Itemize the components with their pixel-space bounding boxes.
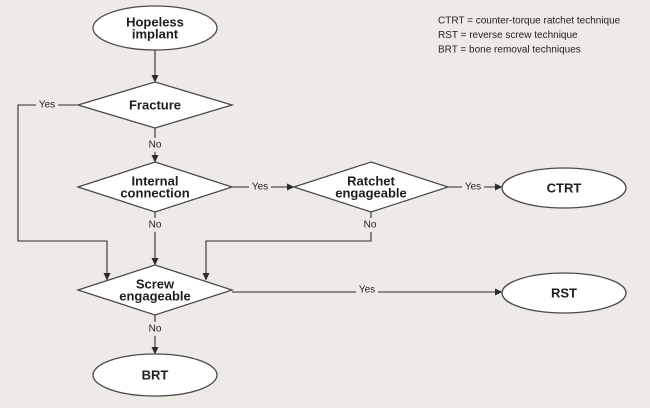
node-ctrt-oval (501, 167, 627, 209)
node-ratchet-engageable-diamond (291, 161, 451, 213)
node-screw-engageable-label-line-1: Screw (136, 277, 175, 292)
edge-fracture-to-internal-connection: No (144, 128, 166, 163)
node-rst-oval (501, 272, 627, 314)
node-screw-engageable-label-line-2: engageable (119, 289, 191, 304)
legend-line-1: CTRT = counter-torque ratchet technique (438, 16, 621, 27)
legend-line-2: RST = reverse screw technique (438, 30, 578, 41)
edge-screw-engageable-to-brt: No (144, 315, 166, 355)
edge-fracture-to-screw-engageable: Yes (17, 98, 111, 281)
node-internal-connection-label-line-2: connection (120, 186, 189, 201)
edge-internal-connection-to-ratchet-engageable-label: Yes (252, 182, 268, 193)
node-ratchet-engageable-label-line-1: Ratchet (347, 174, 395, 189)
node-brt-label-line-1: BRT (142, 368, 169, 383)
edge-ratchet-engageable-to-screw-engageable: No (202, 212, 381, 281)
edge-ratchet-engageable-to-screw-engageable-label-background (359, 218, 381, 232)
node-brt-oval (92, 353, 218, 397)
node-hopeless-implant-label-line-2: implant (132, 27, 179, 42)
edge-fracture-to-screw-engageable-label-background (36, 98, 58, 112)
node-brt: BRT (92, 353, 218, 397)
edge-internal-connection-to-ratchet-engageable: Yes (232, 180, 295, 194)
node-fracture-diamond (75, 81, 235, 129)
edge-screw-engageable-to-brt-label-background (144, 322, 166, 336)
edge-ratchet-engageable-to-ctrt-label: Yes (465, 182, 481, 193)
edge-screw-engageable-to-brt-label: No (149, 324, 162, 335)
legend-line-3: BRT = bone removal techniques (438, 45, 581, 56)
node-hopeless-implant-oval (92, 5, 218, 51)
node-rst-label-line-1: RST (551, 286, 577, 301)
edge-internal-connection-to-screw-engageable-label-background (144, 218, 166, 232)
node-internal-connection-label-line-1: Internal (132, 174, 179, 189)
edge-ratchet-engageable-to-ctrt: Yes (448, 180, 503, 194)
node-rst: RST (501, 272, 627, 314)
edge-fracture-to-screw-engageable-label: Yes (39, 100, 55, 111)
edge-screw-engageable-to-rst: Yes (232, 283, 503, 297)
edge-ratchet-engageable-to-screw-engageable-line (202, 212, 372, 281)
edge-ratchet-engageable-to-screw-engageable-label: No (364, 220, 377, 231)
node-fracture-label-line-1: Fracture (129, 98, 181, 113)
node-hopeless-implant-label-line-1: Hopeless (126, 15, 184, 30)
legend: CTRT = counter-torque ratchet techniqueR… (438, 16, 621, 56)
edge-internal-connection-to-ratchet-engageable-label-background (249, 180, 271, 194)
node-ctrt: CTRT (501, 167, 627, 209)
edge-fracture-to-internal-connection-label: No (149, 140, 162, 151)
node-screw-engageable-diamond (75, 264, 235, 316)
nodes-layer: HopelessimplantFractureInternalconnectio… (75, 5, 627, 397)
edge-screw-engageable-to-rst-label: Yes (359, 285, 375, 296)
edge-ratchet-engageable-to-ctrt-label-background (462, 180, 484, 194)
edge-internal-connection-to-screw-engageable: No (144, 212, 166, 266)
node-ctrt-label-line-1: CTRT (547, 181, 582, 196)
edge-fracture-to-internal-connection-label-background (144, 138, 166, 152)
edge-screw-engageable-to-rst-label-background (356, 283, 378, 297)
node-fracture: Fracture (75, 81, 235, 129)
node-internal-connection-diamond (75, 161, 235, 213)
node-ratchet-engageable-label-line-2: engageable (335, 186, 407, 201)
edge-internal-connection-to-screw-engageable-label: No (149, 220, 162, 231)
